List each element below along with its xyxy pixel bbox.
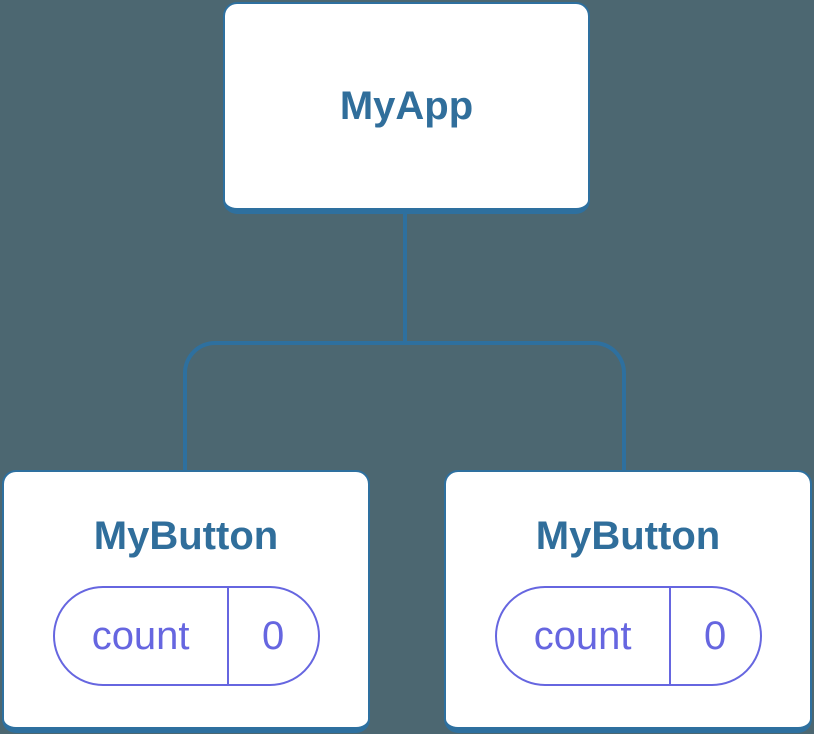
state-pill-left: count 0 [52, 586, 320, 686]
state-key-left: count [91, 613, 190, 658]
tree-connector-stem [403, 214, 407, 344]
component-node-myapp: MyApp [223, 2, 590, 214]
state-value-left: 0 [226, 588, 318, 684]
state-value-right: 0 [668, 588, 760, 684]
tree-connector-bracket [183, 341, 626, 470]
component-label-mybutton-left: MyButton [93, 514, 279, 558]
component-node-mybutton-right: MyButton count 0 [444, 470, 812, 733]
state-key-right: count [533, 613, 632, 658]
component-node-mybutton-left: MyButton count 0 [2, 470, 370, 733]
component-label-mybutton-right: MyButton [535, 514, 721, 558]
component-label-myapp: MyApp [339, 84, 474, 128]
state-pill-right: count 0 [494, 586, 762, 686]
